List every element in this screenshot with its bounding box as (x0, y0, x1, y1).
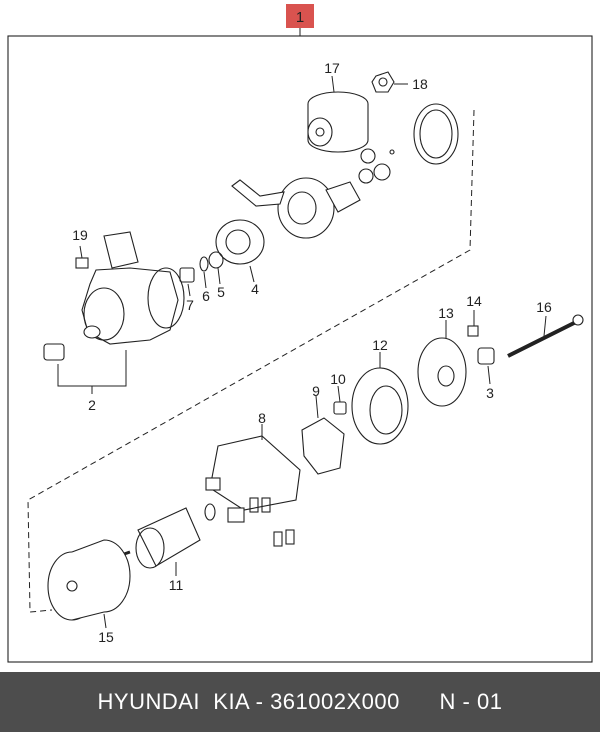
brush-spring-set (204, 497, 295, 547)
end-cover-part (417, 320, 467, 407)
callout-11: 11 (169, 577, 184, 593)
callout-4: 4 (251, 281, 259, 297)
callout-3: 3 (486, 385, 494, 401)
callout-9: 9 (312, 383, 320, 399)
callout-16: 16 (536, 299, 552, 315)
diagram-frame (7, 35, 593, 663)
callout-15: 15 (98, 629, 114, 645)
callout-8: 8 (258, 410, 266, 426)
gasket-ring-part (413, 103, 459, 165)
ring-part-5 (208, 251, 224, 269)
lever-fork-part (231, 179, 285, 207)
pinion-clutch-part (215, 219, 265, 283)
front-housing-part (81, 231, 185, 345)
drive-housing-part (277, 177, 361, 239)
gear-set-part (358, 148, 395, 184)
bushing-part-2 (43, 343, 65, 361)
brush-holder-part-8 (205, 424, 301, 523)
footer-page-number: N - 01 (439, 689, 503, 714)
callout-19: 19 (72, 227, 88, 243)
callout-5: 5 (217, 284, 225, 300)
brush-holder-ring-part (351, 352, 409, 445)
footer-bar: HYUNDAI KIA - 361002X000 N - 01 (0, 672, 600, 732)
callout-18: 18 (412, 76, 428, 92)
footer-part-number: HYUNDAI KIA - 361002X000 (97, 689, 400, 714)
callout-6: 6 (202, 288, 210, 304)
bushing-part-3 (477, 347, 495, 365)
assembly-dash-line (27, 109, 475, 613)
badge-label: 1 (296, 9, 304, 26)
callout-17: 17 (324, 60, 340, 76)
starter-exploded-diagram: 1 (7, 4, 593, 663)
callout-2: 2 (88, 397, 96, 413)
solenoid-part (307, 91, 369, 153)
callout-10: 10 (330, 371, 346, 387)
bushing-part-7 (179, 267, 195, 283)
bolt-part-19 (75, 257, 89, 269)
callout-13: 13 (438, 305, 454, 321)
small-bushing-part-10 (333, 401, 347, 415)
screw-part-14 (467, 325, 479, 337)
yoke-part-15 (47, 539, 131, 629)
callout-7: 7 (186, 297, 194, 313)
callout-12: 12 (372, 337, 388, 353)
clip-part-6 (199, 256, 209, 272)
insulator-plate-part-9 (301, 417, 345, 475)
assembly-badge: 1 (286, 4, 314, 36)
callout-14: 14 (466, 293, 482, 309)
footer-text: HYUNDAI KIA - 361002X000 N - 01 (98, 689, 503, 715)
through-bolt-part (507, 314, 584, 358)
nut-part (371, 71, 395, 93)
